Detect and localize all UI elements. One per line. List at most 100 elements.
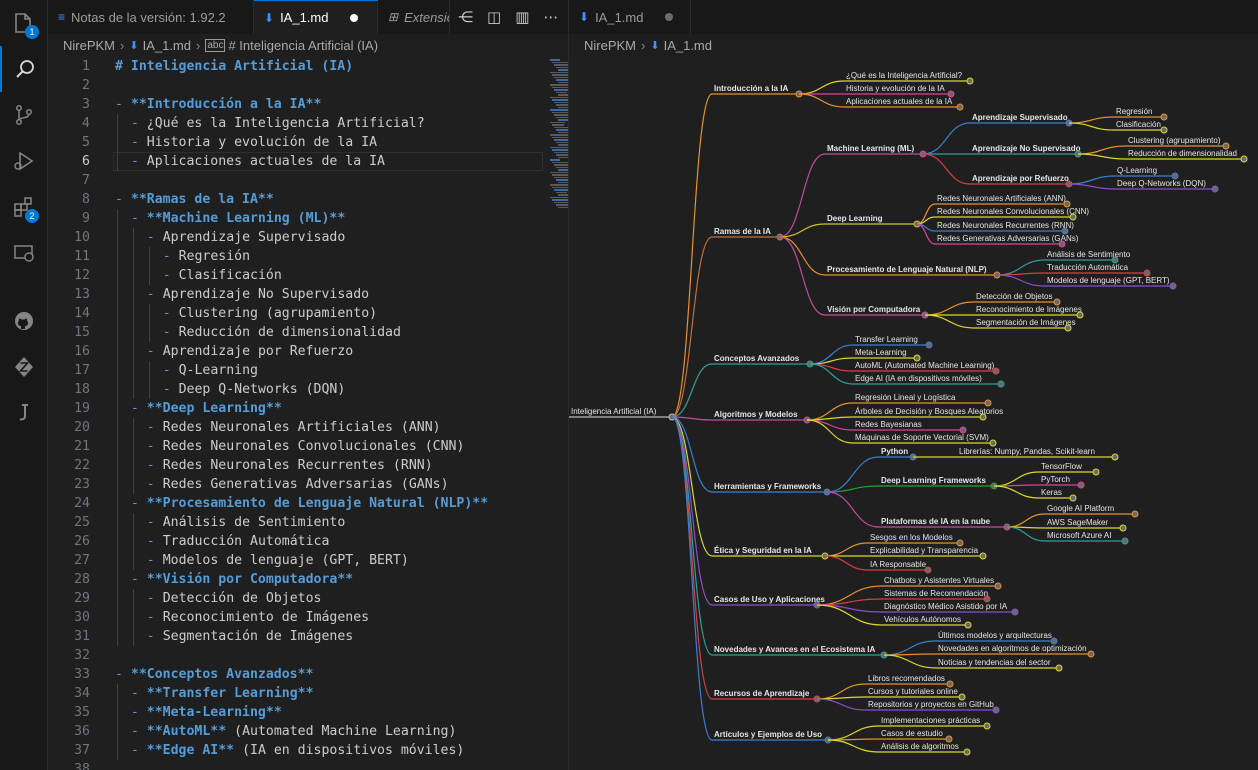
mindmap-node-label[interactable]: Aprendizaje No Supervisado (972, 144, 1081, 153)
mindmap-node-label[interactable]: PyTorch (1041, 475, 1070, 484)
mindmap-node-dot[interactable] (1120, 525, 1126, 531)
editor-line[interactable]: 13- Aprendizaje No Supervisado (48, 285, 568, 304)
mindmap-node-dot[interactable] (1077, 312, 1083, 318)
editor-line[interactable]: 33- **Conceptos Avanzados** (48, 665, 568, 684)
mindmap-node-label[interactable]: Deep Q-Networks (DQN) (1117, 179, 1206, 188)
mindmap-node-dot[interactable] (1212, 186, 1218, 192)
mindmap-node-label[interactable]: Implementaciones prácticas (881, 716, 980, 725)
mindmap-node-dot[interactable] (1241, 156, 1247, 162)
editor-line[interactable]: 8- **Ramas de la IA** (48, 190, 568, 209)
mindmap-node-label[interactable]: Keras (1041, 488, 1062, 497)
mindmap-node-label[interactable]: Visión por Computadora (827, 305, 921, 314)
mindmap-node-label[interactable]: TensorFlow (1041, 462, 1082, 471)
editor-line[interactable]: 36- **AutoML** (Automated Machine Learni… (48, 722, 568, 741)
mindmap-node-label[interactable]: Microsoft Azure AI (1047, 531, 1111, 540)
mindmap-node-dot[interactable] (1012, 609, 1018, 615)
mindmap-node-label[interactable]: Transfer Learning (855, 335, 918, 344)
editor-line[interactable]: 29- Detección de Objetos (48, 589, 568, 608)
mindmap-node-label[interactable]: Deep Learning (827, 214, 883, 223)
breadcrumb-file[interactable]: IA_1.md (143, 38, 191, 53)
editor-line[interactable]: 4- ¿Qué es la Inteligencia Artificial? (48, 114, 568, 133)
editor-line[interactable]: 30- Reconocimiento de Imágenes (48, 608, 568, 627)
mindmap-node-label[interactable]: ¿Qué es la Inteligencia Artificial? (846, 71, 963, 80)
open-preview-icon[interactable]: ◫ (487, 8, 501, 26)
editor-line[interactable]: 28- **Visión por Computadora** (48, 570, 568, 589)
unsaved-dot-icon[interactable] (665, 13, 673, 21)
mindmap-node-dot[interactable] (1065, 325, 1071, 331)
editor-line[interactable]: 11- Regresión (48, 247, 568, 266)
mindmap-node-dot[interactable] (964, 749, 970, 755)
mindmap-node-label[interactable]: AutoML (Automated Machine Learning) (855, 361, 995, 370)
mindmap-node-label[interactable]: AWS SageMaker (1047, 518, 1108, 527)
mindmap-node-label[interactable]: Análisis de algoritmos (881, 742, 959, 751)
mindmap-node-label[interactable]: Plataformas de IA en la nube (881, 517, 991, 526)
run-debug-icon[interactable] (0, 138, 47, 184)
tab-extensions[interactable]: ⊞ Extensio (378, 0, 450, 34)
breadcrumb-folder[interactable]: NirePKM (584, 38, 636, 53)
mindmap-node-dot[interactable] (980, 414, 986, 420)
mindmap-node-label[interactable]: Redes Neuronales Artificiales (ANN) (937, 194, 1066, 203)
mindmap-node-dot[interactable] (1132, 511, 1138, 517)
mindmap-node-dot[interactable] (1122, 538, 1128, 544)
mindmap-node-dot[interactable] (993, 707, 999, 713)
mindmap-node-label[interactable]: Modelos de lenguaje (GPT, BERT) (1047, 276, 1170, 285)
editor-line[interactable]: 7 (48, 171, 568, 190)
mindmap-node-dot[interactable] (1112, 454, 1118, 460)
mindmap-node-label[interactable]: Herramientas y Frameworks (714, 482, 822, 491)
mindmap-node-dot[interactable] (965, 622, 971, 628)
editor-line[interactable]: 1# Inteligencia Artificial (IA) (48, 57, 568, 76)
editor-line[interactable]: 32 (48, 646, 568, 665)
unsaved-dot-icon[interactable] (350, 14, 358, 22)
editor-line[interactable]: 25- Análisis de Sentimiento (48, 513, 568, 532)
mindmap-node-label[interactable]: Clustering (agrupamiento) (1128, 136, 1221, 145)
more-actions-icon[interactable]: ⋯ (543, 8, 558, 26)
mindmap-node-dot[interactable] (984, 723, 990, 729)
mindmap-node-label[interactable]: Aprendizaje por Refuerzo (972, 174, 1069, 183)
mindmap-node-dot[interactable] (990, 440, 996, 446)
breadcrumb-symbol[interactable]: # Inteligencia Artificial (IA) (228, 38, 378, 53)
editor-line[interactable]: 27- Modelos de lenguaje (GPT, BERT) (48, 551, 568, 570)
mindmap-node-dot[interactable] (967, 78, 973, 84)
mindmap-node-dot[interactable] (995, 583, 1001, 589)
mindmap-node-dot[interactable] (1170, 283, 1176, 289)
mindmap-node-label[interactable]: Recursos de Aprendizaje (714, 689, 810, 698)
mindmap-node-label[interactable]: Introducción a la IA (714, 84, 788, 93)
editor-line[interactable]: 22- Redes Neuronales Recurrentes (RNN) (48, 456, 568, 475)
editor-line[interactable]: 31- Segmentación de Imágenes (48, 627, 568, 646)
mindmap-node-label[interactable]: Python (881, 447, 908, 456)
tab-ia-md[interactable]: ⬇ IA_1.md (254, 0, 378, 34)
editor-line[interactable]: 10- Aprendizaje Supervisado (48, 228, 568, 247)
mindmap-node-label[interactable]: Novedades en algoritmos de optimización (938, 644, 1087, 653)
mindmap-node-dot[interactable] (1078, 482, 1084, 488)
editor-line[interactable]: 26- Traducción Automática (48, 532, 568, 551)
markdown-editor[interactable]: 1# Inteligencia Artificial (IA)23- **Int… (48, 56, 568, 770)
tab-release-notes[interactable]: ≡ Notas de la versión: 1.92.2 (48, 0, 254, 34)
editor-line[interactable]: 24- **Procesamiento de Lenguaje Natural … (48, 494, 568, 513)
mindmap-node-label[interactable]: Aprendizaje Supervisado (972, 113, 1068, 122)
mindmap-node-label[interactable]: Algoritmos y Modelos (714, 410, 798, 419)
mindmap-node-label[interactable]: Vehículos Autónomos (884, 615, 961, 624)
editor-line[interactable]: 38 (48, 760, 568, 770)
mindmap-node-label[interactable]: Clasificación (1116, 120, 1161, 129)
jupyter-icon[interactable] (0, 390, 47, 436)
split-editor-icon[interactable]: ▥ (515, 8, 529, 26)
mindmap-node-dot[interactable] (1093, 469, 1099, 475)
mindmap-node-dot[interactable] (1088, 651, 1094, 657)
mindmap-node-label[interactable]: Regresión (1116, 107, 1152, 116)
mindmap-node-label[interactable]: Noticias y tendencias del sector (938, 658, 1051, 667)
editor-line[interactable]: 37- **Edge AI** (IA en dispositivos móvi… (48, 741, 568, 760)
mindmap-node-label[interactable]: Redes Generativas Adversarias (GANs) (937, 234, 1079, 243)
mindmap-node-label[interactable]: IA Responsable (870, 560, 927, 569)
explorer-icon[interactable]: 1 (0, 0, 47, 46)
zotero-icon[interactable] (0, 344, 47, 390)
mindmap-node-label[interactable]: Explicabilidad y Transparencia (870, 546, 979, 555)
mindmap-node-label[interactable]: Redes Bayesianas (855, 420, 922, 429)
mindmap-node-dot[interactable] (993, 368, 999, 374)
mindmap-node-label[interactable]: Reconocimiento de Imágenes (976, 305, 1082, 314)
mindmap-node-dot[interactable] (1070, 495, 1076, 501)
mindmap-node-label[interactable]: Ramas de la IA (714, 227, 771, 236)
mindmap-node-dot[interactable] (925, 567, 931, 573)
editor-line[interactable]: 15- Reducción de dimensionalidad (48, 323, 568, 342)
mindmap-node-dot[interactable] (1059, 241, 1065, 247)
mindmap-node-dot[interactable] (1056, 665, 1062, 671)
